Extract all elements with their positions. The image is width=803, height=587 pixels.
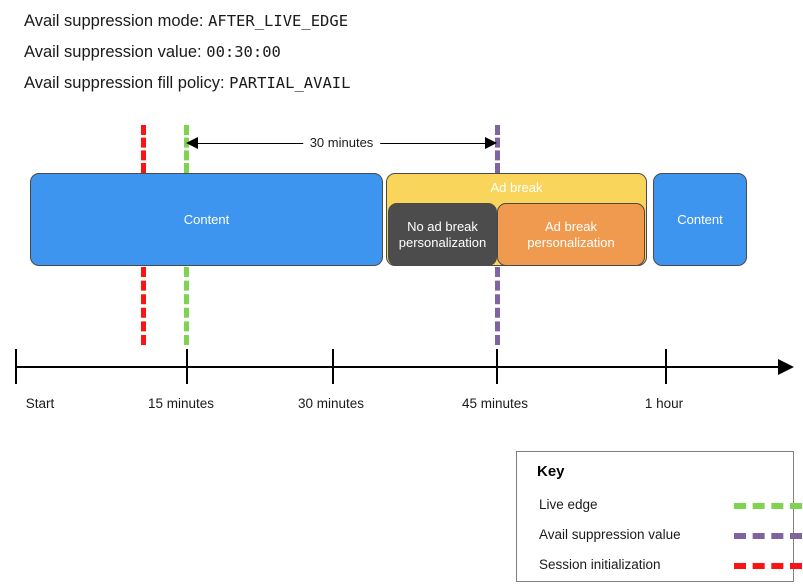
measure-30-minutes: 30 minutes <box>186 134 497 154</box>
legend-box: Key Live edge Avail suppression value Se… <box>516 451 802 582</box>
parameter-row-value: Avail suppression value: 00:30:00 <box>24 37 724 68</box>
parameter-row-fill-policy: Avail suppression fill policy: PARTIAL_A… <box>24 68 724 99</box>
live-edge-marker-line-lower <box>184 267 189 345</box>
axis-label-45-minutes: 45 minutes <box>461 396 529 411</box>
bar-no-ad-break-personalization-label: No ad break personalization <box>398 219 487 250</box>
avail-suppression-marker-line-lower <box>495 267 500 345</box>
measure-arrow-right-icon <box>485 137 497 149</box>
session-initialization-marker-line-lower <box>141 267 146 345</box>
parameter-row-mode: Avail suppression mode: AFTER_LIVE_EDGE <box>24 6 724 37</box>
axis-label-30-minutes: 30 minutes <box>297 396 365 411</box>
axis-label-start: Start <box>25 396 55 411</box>
bar-content-left-label: Content <box>183 211 230 227</box>
axis-tick-1-hour <box>665 349 667 384</box>
legend-row-avail-suppression-value: Avail suppression value <box>539 525 802 547</box>
legend-swatch-avail-suppression-value-icon <box>734 533 802 539</box>
bar-no-ad-break-personalization: No ad break personalization <box>388 203 497 266</box>
legend-swatch-session-initialization-icon <box>734 563 802 569</box>
axis-tick-start <box>15 349 17 384</box>
axis-label-1-hour: 1 hour <box>644 396 684 411</box>
measure-arrow-left-icon <box>186 137 198 149</box>
parameter-value-value: 00:30:00 <box>206 43 281 61</box>
parameter-value-mode: AFTER_LIVE_EDGE <box>208 12 349 30</box>
parameter-list: Avail suppression mode: AFTER_LIVE_EDGE … <box>24 6 724 99</box>
legend-swatch-live-edge-icon <box>734 503 802 509</box>
bar-content-right-label: Content <box>677 211 723 227</box>
legend-row-session-initialization: Session initialization <box>539 555 802 577</box>
legend-label-session-initialization: Session initialization <box>539 557 661 572</box>
axis-tick-45-minutes <box>496 349 498 384</box>
axis-tick-30-minutes <box>332 349 334 384</box>
session-initialization-marker-line <box>141 125 146 173</box>
legend-title: Key <box>537 463 565 480</box>
bar-ad-break-personalization-label: Ad break personalization <box>527 219 615 250</box>
bar-ad-break-personalization: Ad break personalization <box>497 203 645 266</box>
legend-row-live-edge: Live edge <box>539 495 802 517</box>
axis-label-15-minutes: 15 minutes <box>147 396 215 411</box>
legend-label-avail-suppression-value: Avail suppression value <box>539 527 681 542</box>
bar-ad-break-label: Ad break <box>490 180 543 195</box>
parameter-label-fill-policy: Avail suppression fill policy: <box>24 74 225 92</box>
parameter-value-fill-policy: PARTIAL_AVAIL <box>229 74 351 92</box>
live-edge-marker-line <box>184 125 189 173</box>
parameter-label-mode: Avail suppression mode: <box>24 12 204 30</box>
timeline-axis <box>15 366 780 368</box>
bar-content-right: Content <box>653 173 747 266</box>
legend-label-live-edge: Live edge <box>539 497 598 512</box>
parameter-label-value: Avail suppression value: <box>24 43 202 61</box>
axis-tick-15-minutes <box>186 349 188 384</box>
avail-suppression-marker-line <box>495 125 500 173</box>
bar-content-left: Content <box>30 173 383 266</box>
timeline-axis-arrow-icon <box>778 359 794 375</box>
measure-label: 30 minutes <box>302 134 381 152</box>
